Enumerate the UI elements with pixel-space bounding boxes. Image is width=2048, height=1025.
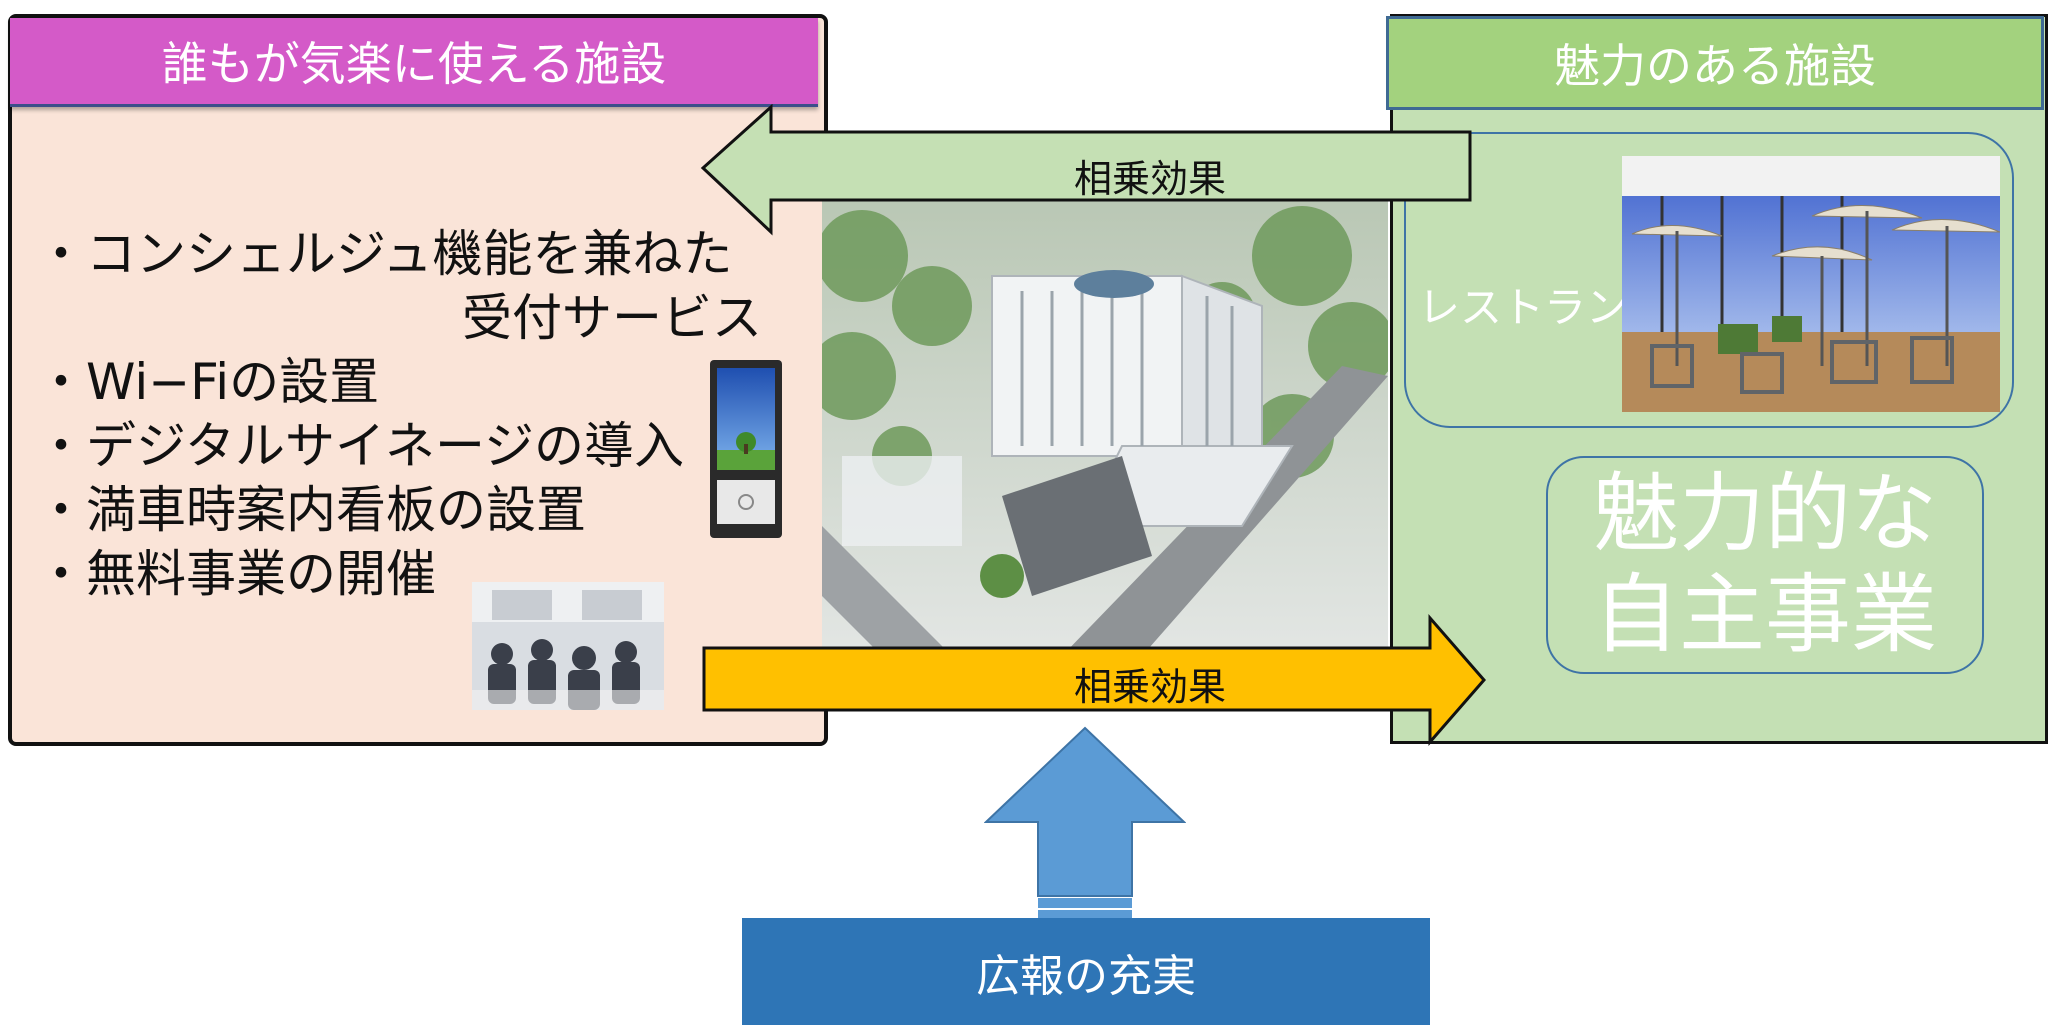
- restaurant-box: [1404, 132, 2014, 428]
- feature-item-wifi: ・Wi−Fiの設置: [36, 353, 380, 411]
- feature-item-concierge: ・コンシェルジュ機能を兼ねた: [36, 225, 733, 283]
- restaurant-photo: [1622, 156, 2000, 412]
- pr-enhancement-box: 広報の充実: [742, 918, 1430, 1025]
- synergy-arrow-right: [702, 614, 1486, 747]
- independent-business-box: 魅力的な 自主事業: [1546, 456, 1984, 674]
- seminar-photo: [472, 582, 664, 710]
- right-panel-header: 魅力のある施設: [1386, 16, 2044, 110]
- synergy-arrow-left: [700, 104, 1472, 236]
- left-panel-header: 誰もが気楽に使える施設: [10, 18, 818, 107]
- synergy-label-top: 相乗効果: [1073, 157, 1226, 201]
- restaurant-label: レストラン: [1418, 283, 1629, 332]
- business-line-2: 自主事業: [1593, 565, 1937, 665]
- left-panel: [8, 14, 828, 746]
- synergy-label-bottom: 相乗効果: [1073, 665, 1226, 709]
- pr-support-arrow: [984, 726, 1186, 918]
- feature-item-signage: ・デジタルサイネージの導入: [36, 417, 684, 475]
- business-line-1: 魅力的な: [1593, 463, 1937, 564]
- facility-aerial-image: [822, 196, 1388, 656]
- feature-item-parking-sign: ・満車時案内看板の設置: [36, 481, 586, 539]
- signage-kiosk-image: [710, 360, 782, 538]
- feature-item-concierge-cont: 受付サービス: [462, 289, 762, 347]
- feature-item-free-events: ・無料事業の開催: [36, 545, 436, 603]
